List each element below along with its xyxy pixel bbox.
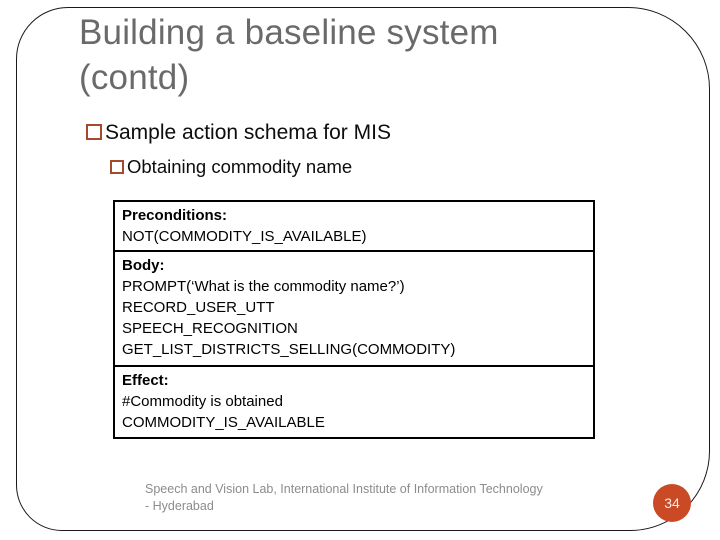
row-line: #Commodity is obtained [122, 393, 283, 410]
row-label: Body: [122, 257, 165, 274]
square-bullet-icon [86, 124, 102, 140]
bullet-item-sample-action-schema: Sample action schema for MIS [86, 121, 391, 145]
row-label: Effect: [122, 372, 169, 389]
bullet-item-label: Sample action schema for MIS [105, 121, 391, 144]
table-row-effect: Effect: #Commodity is obtained COMMODITY… [115, 365, 593, 437]
page-title-line-1: Building a baseline system [79, 13, 499, 52]
row-line: RECORD_USER_UTT [122, 299, 275, 316]
table-row-preconditions: Preconditions: NOT(COMMODITY_IS_AVAILABL… [115, 202, 593, 250]
row-label: Preconditions: [122, 207, 228, 224]
footer-credit: Speech and Vision Lab, International Ins… [145, 481, 625, 514]
action-schema-table: Preconditions: NOT(COMMODITY_IS_AVAILABL… [113, 200, 595, 439]
row-line: SPEECH_RECOGNITION [122, 320, 298, 337]
row-line: NOT(COMMODITY_IS_AVAILABLE) [122, 228, 367, 245]
page-number: 34 [664, 495, 680, 511]
footer-line-1: Speech and Vision Lab, International Ins… [145, 482, 543, 496]
row-line: GET_LIST_DISTRICTS_SELLING(COMMODITY) [122, 341, 456, 358]
table-row-body: Body: PROMPT(‘What is the commodity name… [115, 250, 593, 365]
page-title: Building a baseline system (contd) [79, 10, 499, 100]
square-bullet-icon [110, 160, 124, 174]
slide-border [16, 7, 710, 531]
page-title-line-2: (contd) [79, 58, 190, 97]
footer-line-2: - Hyderabad [145, 498, 214, 513]
page-number-badge: 34 [653, 484, 691, 522]
row-line: PROMPT(‘What is the commodity name?’) [122, 278, 405, 295]
bullet-item-label: Obtaining commodity name [127, 156, 353, 177]
row-line: COMMODITY_IS_AVAILABLE [122, 414, 325, 431]
bullet-item-obtaining-commodity-name: Obtaining commodity name [110, 156, 352, 178]
